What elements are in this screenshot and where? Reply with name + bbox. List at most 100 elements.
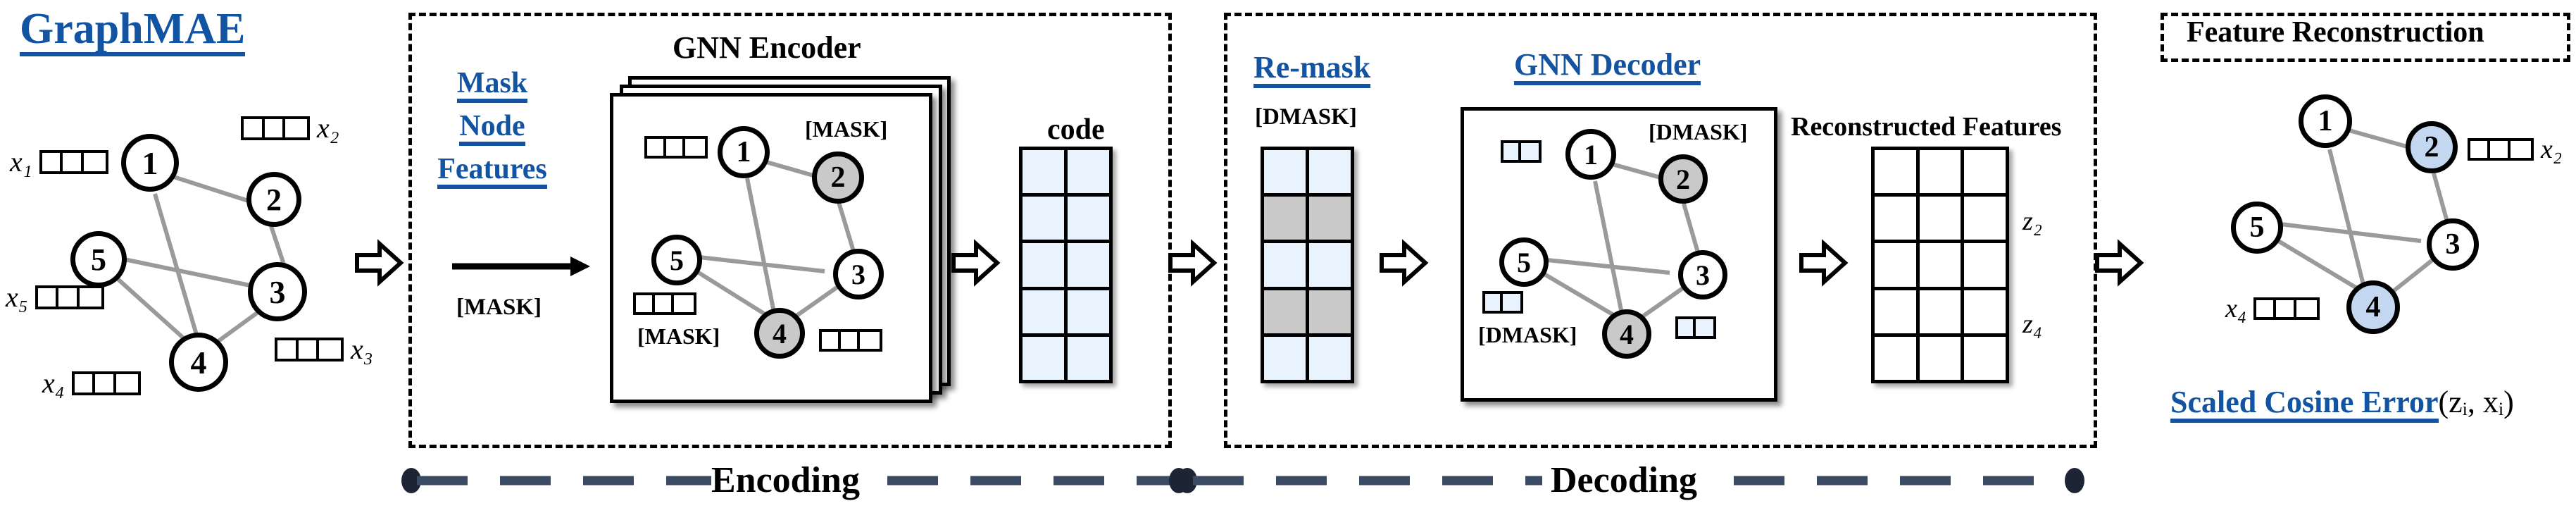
decoder-node-5[interactable]: 5 — [1499, 237, 1549, 287]
encoder-node-3[interactable]: 3 — [833, 249, 884, 299]
matrix-row — [1023, 197, 1109, 244]
input-node-3[interactable]: 3 — [248, 262, 307, 321]
mask-line-3: Features — [437, 154, 547, 189]
output-node-4[interactable]: 4 — [2346, 280, 2400, 334]
feature-label: x₄ — [42, 367, 65, 399]
input-feature-x3: x₃ — [275, 333, 373, 366]
feature-label: x₄ — [2225, 294, 2247, 323]
timeline-encoding-label: Encoding — [711, 460, 860, 500]
output-feature-x2: x₂ — [2468, 134, 2562, 165]
feature-strip — [275, 337, 344, 361]
encoder-node-2[interactable]: 2 — [812, 152, 864, 204]
feature-strip — [2253, 297, 2320, 320]
gnn-encoder-panel[interactable]: 1 2 3 4 5 [MASK] [MASK] — [610, 93, 932, 403]
gnn-decoder-text: GNN Decoder — [1514, 48, 1701, 86]
code-title: code — [1047, 113, 1105, 146]
input-node-5[interactable]: 5 — [70, 231, 127, 288]
mask-node-features-label: Mask Node Features — [425, 62, 559, 191]
node-label: 4 — [773, 317, 787, 350]
output-node-1[interactable]: 1 — [2299, 94, 2352, 148]
matrix-row — [1875, 290, 2006, 337]
decoder-feature-strip-2 — [1482, 291, 1523, 314]
feature-label: x₃ — [351, 333, 373, 365]
feature-strip — [71, 371, 141, 395]
reconstructed-features-matrix — [1871, 147, 2009, 383]
encoder-feature-strip-3 — [819, 329, 882, 352]
node-label: 5 — [1517, 246, 1531, 278]
node-label: 3 — [1696, 259, 1710, 291]
scaled-cosine-error-label: Scaled Cosine Error(zᵢ, xᵢ) — [2170, 384, 2514, 424]
node-label: 1 — [1584, 138, 1598, 171]
node-label: 4 — [190, 344, 207, 381]
recon-row-label-z2: z₂ — [2022, 206, 2042, 236]
feature-label: x₂ — [317, 112, 339, 144]
feature-label: x₅ — [6, 281, 28, 313]
output-node-2[interactable]: 2 — [2406, 121, 2458, 173]
matrix-row — [1264, 336, 1351, 381]
decoder-graph-edges — [1543, 159, 1701, 323]
gnn-decoder-title: GNN Decoder — [1514, 47, 1701, 86]
timeline-decoding-label: Decoding — [1551, 460, 1697, 500]
decoder-feature-strip-3 — [1675, 316, 1716, 339]
feature-reconstruction-box — [2161, 13, 2570, 62]
mask-line-2: Node — [459, 111, 525, 146]
matrix-row — [1875, 336, 2006, 381]
input-feature-x5: x₅ — [6, 280, 104, 314]
decoder-node-1[interactable]: 1 — [1565, 129, 1616, 180]
matrix-row — [1023, 150, 1109, 197]
code-matrix — [1019, 147, 1113, 383]
encoder-node-5[interactable]: 5 — [651, 235, 702, 285]
encoder-feature-strip-2 — [633, 292, 696, 315]
decoder-feature-strip-1 — [1501, 140, 1542, 163]
input-graph: 1 2 3 4 5 x₁ x₂ x₃ x₄ x₅ — [0, 106, 394, 402]
input-node-2[interactable]: 2 — [246, 172, 301, 227]
node-label: 4 — [2365, 291, 2381, 323]
output-graph-edges — [2275, 125, 2450, 298]
matrix-row — [1875, 150, 2006, 197]
gnn-decoder-panel[interactable]: 1 2 3 4 5 [DMASK] [DMASK] — [1461, 107, 1777, 402]
output-node-5[interactable]: 5 — [2231, 202, 2283, 254]
node-label: 5 — [91, 242, 106, 277]
node-label: 2 — [1676, 163, 1690, 195]
arrow-remask-to-decoder — [1380, 239, 1429, 287]
feature-strip — [35, 285, 104, 309]
matrix-row — [1023, 290, 1109, 337]
feature-strip — [241, 116, 310, 140]
encoder-graph-edges — [695, 156, 857, 323]
node-label: 4 — [1620, 318, 1634, 350]
encoder-feature-strip-1 — [644, 136, 708, 159]
encoder-mask-token-bottom: [MASK] — [637, 323, 720, 349]
matrix-row — [1264, 243, 1351, 290]
matrix-row — [1264, 197, 1351, 244]
input-node-1[interactable]: 1 — [121, 134, 179, 192]
input-feature-x2: x₂ — [241, 111, 339, 144]
output-node-3[interactable]: 3 — [2427, 218, 2479, 271]
mask-line-1: Mask — [456, 68, 528, 104]
remask-label: Re-mask — [1253, 49, 1371, 89]
input-node-4[interactable]: 4 — [169, 333, 228, 392]
mask-arrow — [452, 256, 590, 276]
gnn-encoder-title: GNN Encoder — [673, 30, 861, 65]
encoding-section-box — [408, 13, 1172, 448]
node-label: 5 — [2249, 211, 2265, 244]
feature-label: x₁ — [10, 146, 32, 178]
loss-args: (zᵢ, xᵢ) — [2438, 385, 2514, 419]
node-label: 5 — [670, 244, 684, 276]
arrow-decoder-to-recon — [1799, 239, 1849, 287]
matrix-row — [1875, 243, 2006, 290]
node-label: 3 — [269, 273, 286, 310]
decoder-dmask-token-bottom: [DMASK] — [1478, 322, 1577, 347]
arrow-to-reconstruction — [2095, 239, 2144, 287]
timeline-decoding — [1177, 468, 2084, 493]
encoder-node-1[interactable]: 1 — [718, 126, 770, 178]
feature-strip — [2468, 138, 2534, 161]
decoder-node-2[interactable]: 2 — [1658, 154, 1708, 204]
feature-label: x₂ — [2541, 135, 2563, 164]
node-label: 1 — [736, 136, 751, 168]
encoder-node-4[interactable]: 4 — [754, 308, 805, 359]
matrix-row — [1023, 243, 1109, 290]
node-label: 2 — [830, 161, 846, 194]
page-title-text: GraphMAE — [20, 6, 246, 57]
decoder-node-3[interactable]: 3 — [1678, 250, 1727, 299]
decoder-node-4[interactable]: 4 — [1602, 309, 1651, 359]
